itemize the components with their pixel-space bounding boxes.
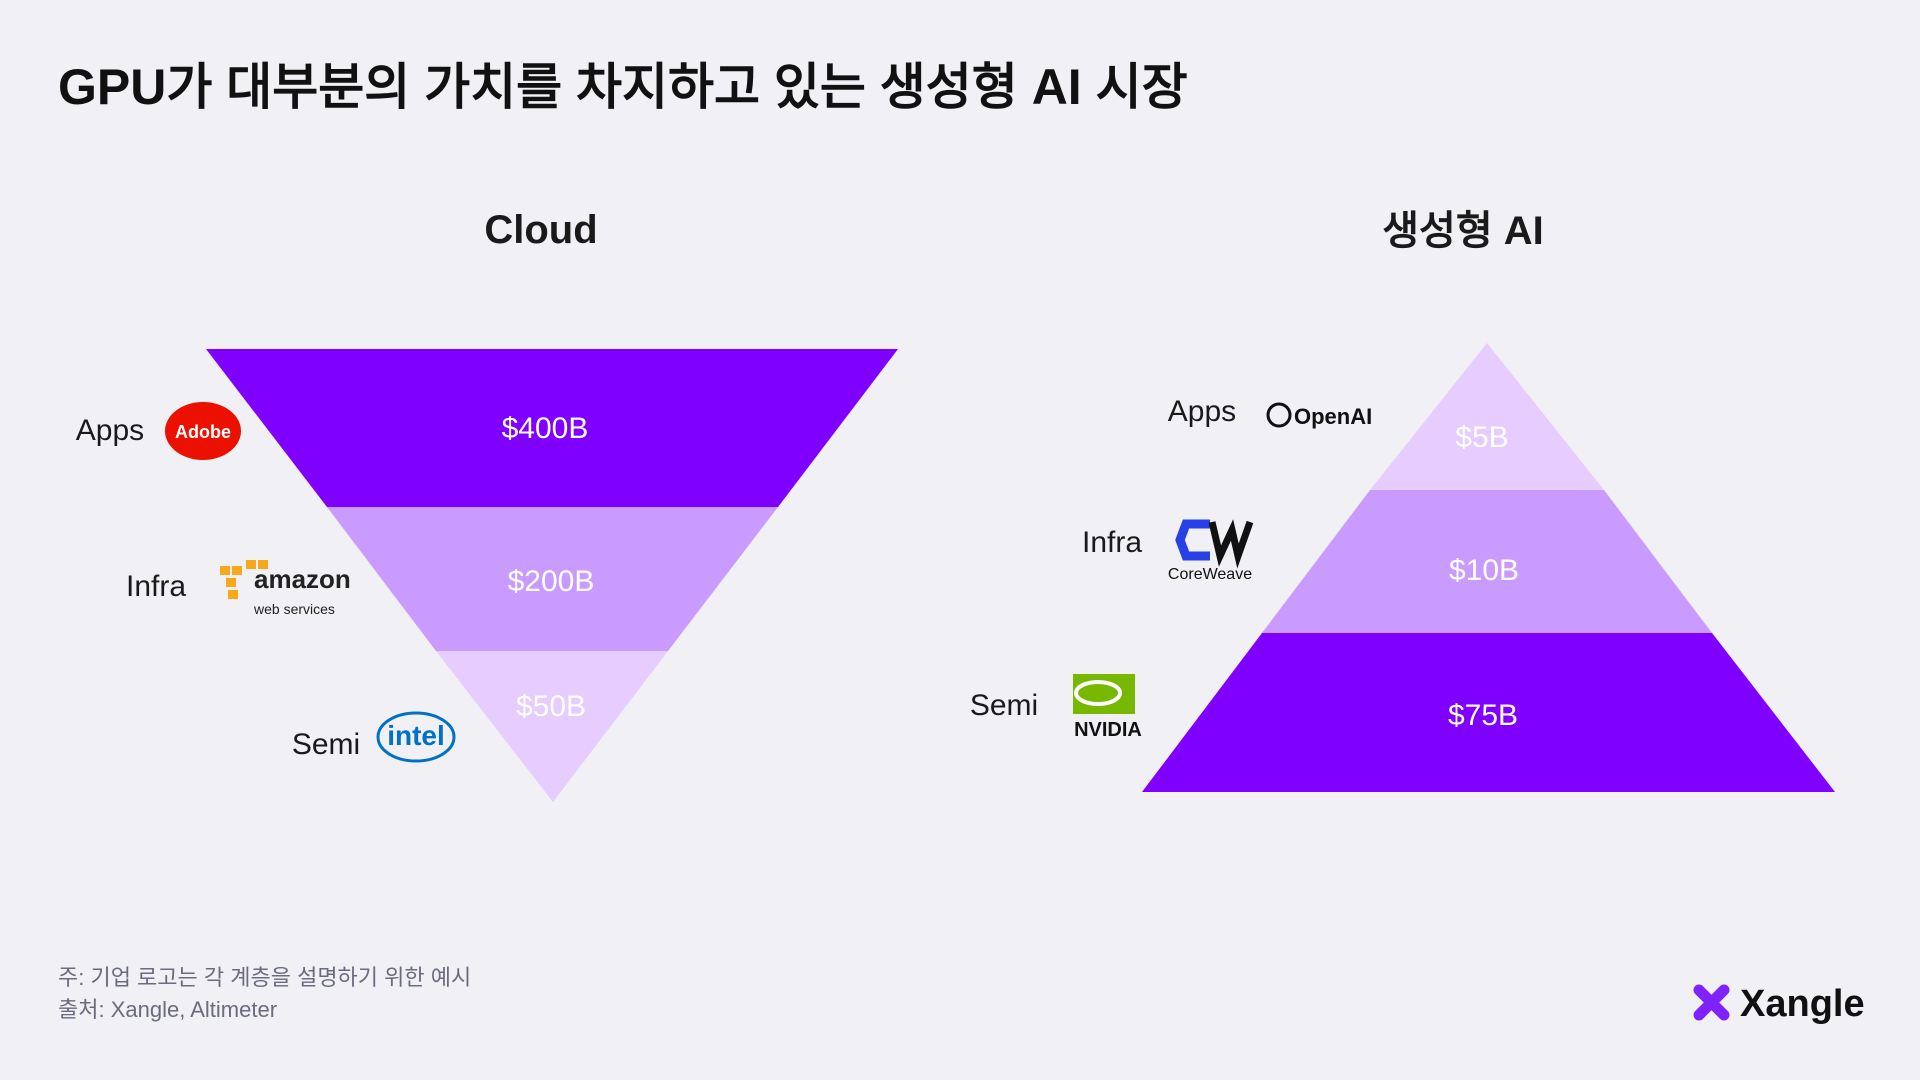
genai-layer-semi — [1142, 633, 1835, 792]
page-title: GPU가 대부분의 가치를 차지하고 있는 생성형 AI 시장 — [58, 59, 1188, 115]
genai-infra-label: Infra — [1082, 526, 1142, 559]
svg-text:NVIDIA: NVIDIA — [1074, 719, 1142, 741]
genai-layer-infra — [1262, 490, 1712, 633]
genai-infra-value: $10B — [1449, 554, 1519, 587]
cloud-layer-semi — [436, 651, 668, 802]
genai-apps-value: $5B — [1455, 421, 1508, 454]
svg-text:OpenAI: OpenAI — [1294, 404, 1372, 429]
svg-text:Adobe: Adobe — [175, 422, 231, 442]
aws-logo: amazon web services — [220, 560, 351, 617]
cloud-apps-value: $400B — [502, 412, 589, 445]
xangle-logo: Xangle — [1693, 983, 1865, 1025]
svg-text:CoreWeave: CoreWeave — [1168, 566, 1252, 583]
cloud-semi-label: Semi — [292, 728, 360, 761]
svg-text:Xangle: Xangle — [1740, 983, 1865, 1025]
genai-layer-apps — [1370, 343, 1604, 490]
footnote: 주: 기업 로고는 각 계층을 설명하기 위한 예시 — [58, 965, 471, 990]
cloud-semi-value: $50B — [516, 690, 586, 723]
svg-text:amazon: amazon — [254, 564, 351, 594]
cloud-infra-label: Infra — [126, 570, 186, 603]
cloud-layer-apps — [206, 349, 898, 507]
adobe-logo: Adobe — [165, 402, 241, 460]
genai-semi-value: $75B — [1448, 699, 1518, 732]
genai-semi-label: Semi — [970, 689, 1038, 722]
svg-text:intel: intel — [387, 720, 445, 751]
openai-logo: OpenAI — [1266, 402, 1372, 429]
xangle-x-icon — [1693, 984, 1730, 1021]
coreweave-logo: CoreWeave — [1168, 519, 1254, 583]
genai-apps-label: Apps — [1168, 395, 1236, 428]
genai-heading: 생성형 AI — [1382, 209, 1544, 253]
nvidia-logo: NVIDIA — [1073, 674, 1142, 741]
svg-text:web services: web services — [253, 601, 335, 617]
intel-logo: intel — [376, 711, 456, 763]
source-note: 출처: Xangle, Altimeter — [58, 997, 277, 1022]
cloud-apps-label: Apps — [76, 414, 144, 447]
cloud-infra-value: $200B — [508, 565, 595, 598]
cloud-layer-infra — [327, 507, 778, 651]
cloud-heading: Cloud — [484, 208, 597, 252]
